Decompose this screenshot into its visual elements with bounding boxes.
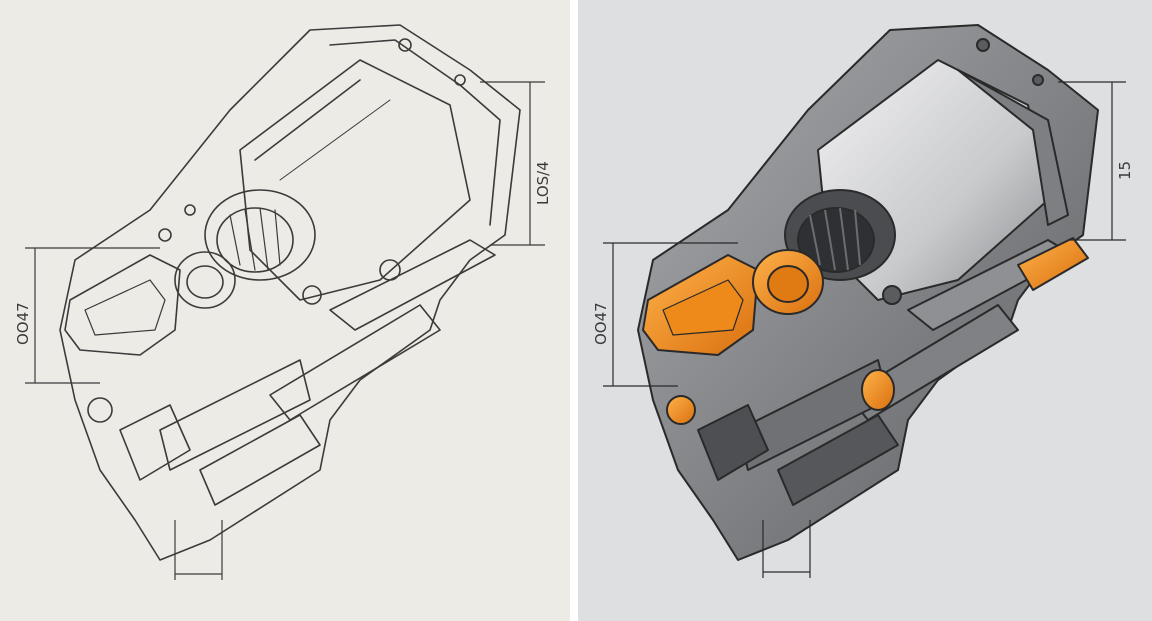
dim-label-right: 15 <box>1116 161 1134 180</box>
tube-orange <box>1017 237 1089 291</box>
motor-rendered-drawing: 15 OO47 <box>592 24 1134 578</box>
rendered-sketch-panel: 15 OO47 <box>578 0 1152 621</box>
tube-lower <box>269 304 441 421</box>
motor-line-drawing: LOS/4 OO47 <box>14 24 552 580</box>
fitting-orange <box>861 369 895 411</box>
dimension-lines <box>25 81 545 580</box>
housing-outline <box>59 24 521 561</box>
dim-label-left: OO47 <box>592 302 610 345</box>
pencil-sketch-panel: LOS/4 OO47 <box>0 0 570 621</box>
panel-divider <box>570 0 578 621</box>
port-orange <box>666 395 696 425</box>
rotor <box>204 189 316 281</box>
tube-upper <box>329 239 496 331</box>
nozzle-block <box>64 254 181 356</box>
dim-label-left: OO47 <box>14 302 32 345</box>
cylinder-outline <box>239 59 471 301</box>
dimension-lines <box>603 81 1126 578</box>
dim-label-right: LOS/4 <box>534 161 552 205</box>
